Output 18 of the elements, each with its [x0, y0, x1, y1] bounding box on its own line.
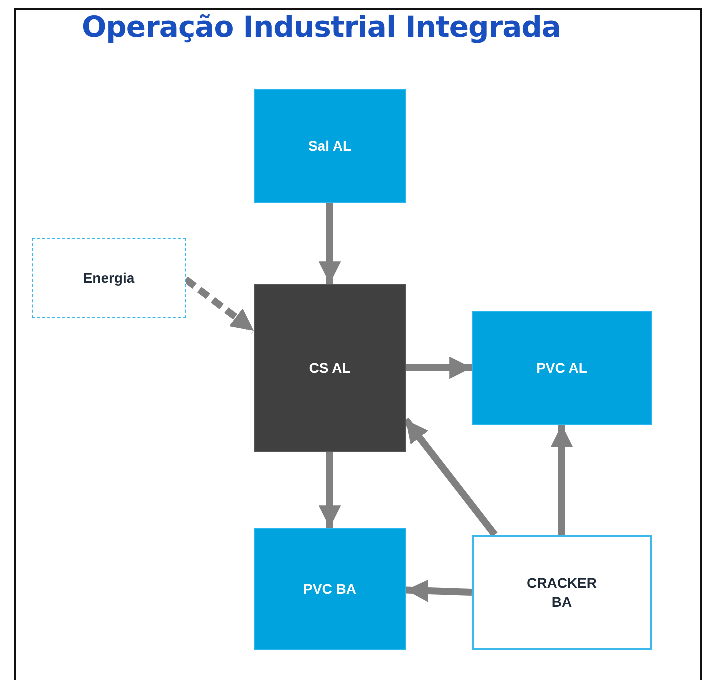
process-box: [254, 528, 406, 650]
node-label: Energia: [83, 268, 135, 288]
arrow: [318, 203, 342, 284]
arrow: [550, 425, 574, 535]
process-box: [472, 311, 652, 425]
arrow: [318, 452, 342, 528]
node-label: PVC AL: [536, 358, 588, 378]
node-label: PVC BA: [304, 580, 356, 598]
arrow: [406, 580, 472, 602]
process-box: [472, 535, 652, 650]
node-label: Sal AL: [308, 136, 352, 156]
node-label: CRACKER BA: [526, 574, 598, 612]
arrow: [406, 356, 472, 380]
node-label: CS AL: [309, 358, 351, 378]
process-box: [32, 238, 186, 318]
diagram-title: Operação Industrial Integrada: [82, 10, 561, 44]
process-box: [254, 284, 406, 452]
process-box: [254, 89, 406, 203]
